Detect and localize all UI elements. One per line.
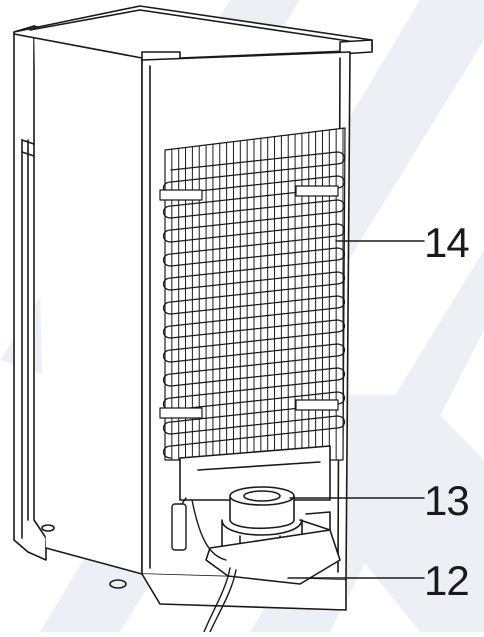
callout-label-13: 13: [424, 477, 470, 524]
side-panel: [13, 25, 143, 589]
callout-label-12: 12: [424, 557, 470, 604]
condenser-coil: [159, 127, 346, 461]
callout-label-14: 14: [424, 219, 470, 266]
leader-lines: [287, 240, 425, 579]
base-bracket: [205, 511, 341, 585]
power-cord: [171, 497, 237, 633]
